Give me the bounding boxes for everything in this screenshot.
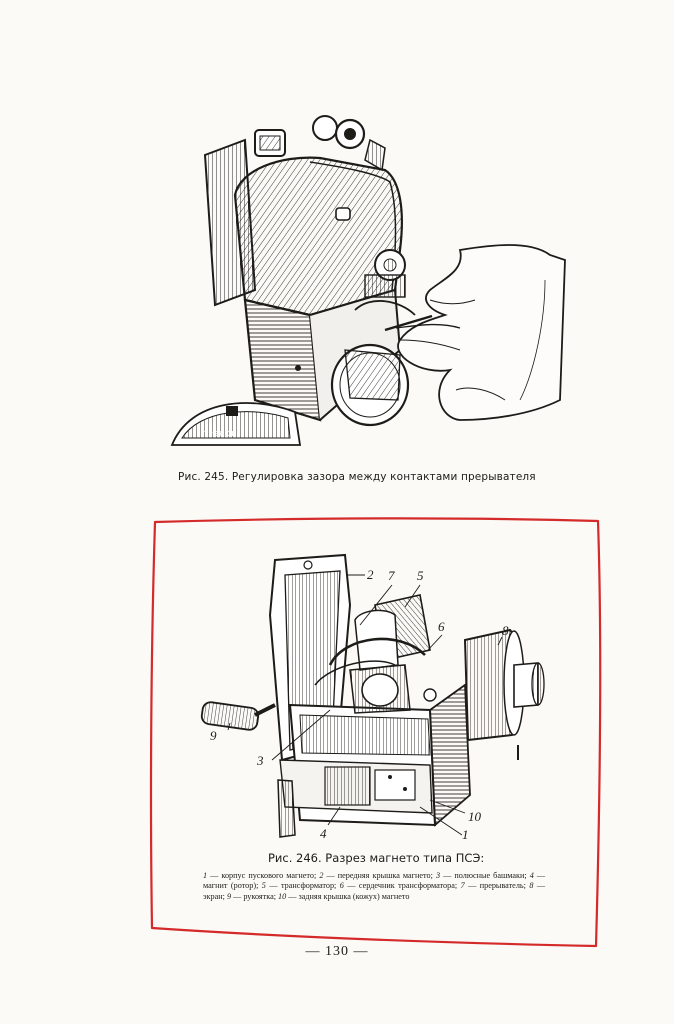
callout-2: 2 xyxy=(367,567,374,582)
callout-9: 9 xyxy=(210,728,217,743)
legend-item: 4 — магнит (ротор); xyxy=(203,871,546,891)
callout-7: 7 xyxy=(388,568,395,583)
figure-246-legend: 1 — корпус пускового магнето; 2 — передн… xyxy=(203,871,545,902)
figure-246-illustration: 2 7 5 6 8 9 3 10 4 1 xyxy=(200,553,545,842)
legend-item: 7 — прерыватель; xyxy=(460,881,526,891)
legend-item: 2 — передняя крышка магнето; xyxy=(319,871,433,880)
callout-3: 3 xyxy=(256,753,264,768)
callout-8: 8 xyxy=(502,623,509,638)
figure-246-caption: Рис. 246. Разрез магнето типа ПСЭ: xyxy=(268,851,485,865)
legend-item: 10 — задняя крышка (кожух) магнето xyxy=(278,891,410,901)
callout-5: 5 xyxy=(417,568,424,583)
legend-item: 6 — сердечник трансформатора; xyxy=(339,881,458,891)
callout-10: 10 xyxy=(468,809,482,824)
figure-245-illustration: ПРЕКОН xyxy=(170,115,566,446)
callout-1: 1 xyxy=(462,827,469,842)
legend-item: 5 — трансформатор; xyxy=(261,881,337,891)
figure-245-caption: Рис. 245. Регулировка зазора между конта… xyxy=(178,471,536,483)
legend-item: 1 — корпус пускового магнето; xyxy=(203,871,317,880)
legend-item: 3 — полюсные башмаки; xyxy=(435,871,527,880)
legend-item: 9 — рукоятка; xyxy=(226,891,276,901)
gauge-text: ПРЕКОН xyxy=(202,430,238,438)
legend-item: 8 — экран; xyxy=(203,881,546,901)
callout-6: 6 xyxy=(438,619,445,634)
callout-4: 4 xyxy=(320,826,327,841)
page-number: — 130 — xyxy=(305,944,369,959)
